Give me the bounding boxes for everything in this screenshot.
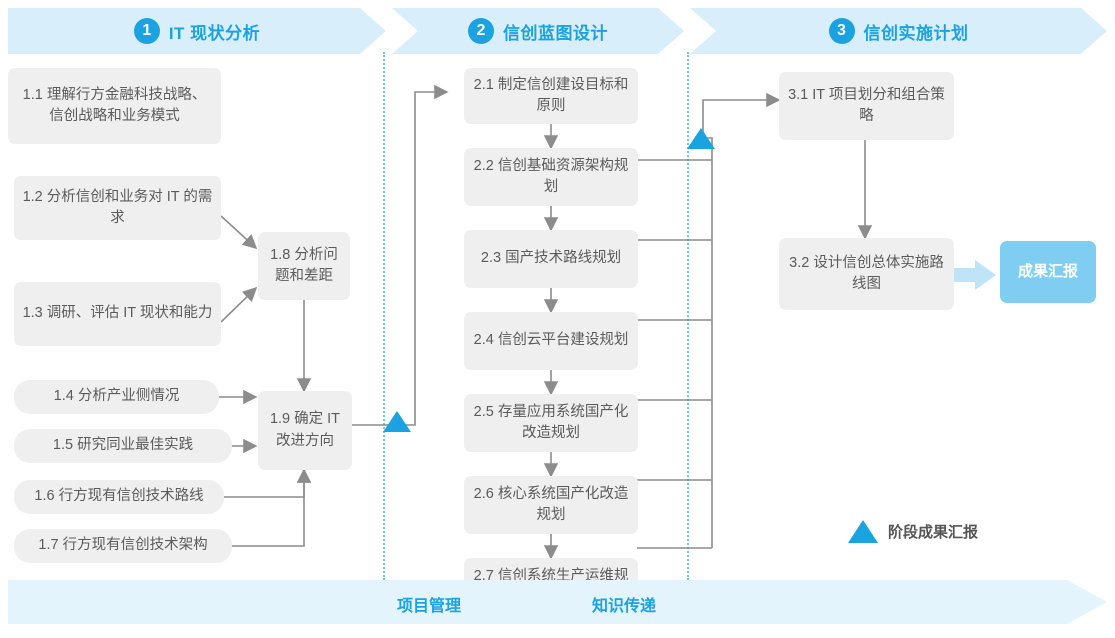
phase-separator-1: [383, 52, 385, 580]
legend: 阶段成果汇报: [848, 520, 978, 543]
phase-title-2: 信创蓝图设计: [503, 23, 608, 43]
phase-banner-2[interactable]: 2 信创蓝图设计: [392, 8, 684, 54]
node-3-2-label: 3.2 设计信创总体实施路线图: [789, 254, 944, 292]
node-2-3-label: 2.3 国产技术路线规划: [480, 250, 622, 267]
node-1-1-label: 1.1 理解行方金融科技战略、信创战略和业务模式: [22, 86, 207, 124]
node-2-3[interactable]: 2.3 国产技术路线规划: [464, 230, 638, 288]
triangle-milestone-icon: [848, 520, 878, 543]
milestone-marker-phase1[interactable]: [383, 411, 411, 432]
node-1-5-label: 1.5 研究同业最佳实践: [52, 437, 194, 454]
phase-banner-2-content: 2 信创蓝图设计: [468, 18, 608, 44]
node-1-6[interactable]: 1.6 行方现有信创技术路线: [14, 480, 224, 514]
node-1-7-label: 1.7 行方现有信创技术架构: [38, 537, 208, 554]
node-2-1[interactable]: 2.1 制定信创建设目标和原则: [464, 68, 638, 124]
node-2-1-label: 2.1 制定信创建设目标和原则: [473, 76, 629, 114]
node-2-2-label: 2.2 信创基础资源架构规划: [473, 157, 629, 195]
node-1-7[interactable]: 1.7 行方现有信创技术架构: [14, 529, 232, 563]
bottom-band: [8, 580, 1107, 624]
node-1-8[interactable]: 1.8 分析问题和差距: [258, 232, 350, 300]
node-1-1[interactable]: 1.1 理解行方金融科技战略、信创战略和业务模式: [8, 68, 221, 144]
node-1-3-label: 1.3 调研、评估 IT 现状和能力: [22, 305, 213, 322]
result-arrow-icon: [953, 260, 996, 290]
bottom-label-knowledge-transfer: 知识传递: [592, 598, 657, 615]
node-1-6-label: 1.6 行方现有信创技术路线: [34, 488, 204, 505]
legend-label: 阶段成果汇报: [888, 524, 979, 541]
phase-banner-1[interactable]: 1 IT 现状分析: [8, 8, 386, 54]
node-3-1-label: 3.1 IT 项目划分和组合策略: [788, 86, 945, 124]
node-1-2[interactable]: 1.2 分析信创和业务对 IT 的需求: [14, 176, 221, 240]
node-2-5-label: 2.5 存量应用系统国产化改造规划: [473, 403, 629, 441]
node-2-6[interactable]: 2.6 核心系统国产化改造规划: [464, 476, 638, 534]
phase-number-badge-3: 3: [829, 18, 855, 44]
node-2-6-label: 2.6 核心系统国产化改造规划: [473, 485, 629, 523]
result-report-box[interactable]: 成果汇报: [1000, 241, 1096, 303]
phase-title-1: IT 现状分析: [168, 23, 261, 43]
node-3-2[interactable]: 3.2 设计信创总体实施路线图: [779, 238, 954, 310]
node-1-2-label: 1.2 分析信创和业务对 IT 的需求: [22, 188, 213, 226]
node-2-4-label: 2.4 信创云平台建设规划: [473, 332, 629, 349]
node-1-3[interactable]: 1.3 调研、评估 IT 现状和能力: [14, 282, 221, 346]
node-1-5[interactable]: 1.5 研究同业最佳实践: [14, 429, 232, 463]
phase-separator-2: [687, 52, 689, 580]
phase-number-badge-2: 2: [468, 18, 494, 44]
phase-banner-3[interactable]: 3 信创实施计划: [690, 8, 1107, 54]
node-1-8-label: 1.8 分析问题和差距: [270, 246, 338, 284]
phase-number-badge-1: 1: [134, 18, 160, 44]
node-3-1[interactable]: 3.1 IT 项目划分和组合策略: [779, 72, 954, 140]
triangle-milestone-icon: [383, 411, 411, 432]
result-report-label: 成果汇报: [1017, 262, 1078, 280]
node-1-4-label: 1.4 分析产业侧情况: [53, 388, 180, 405]
phase-banner-1-content: 1 IT 现状分析: [134, 18, 260, 44]
triangle-milestone-icon: [687, 128, 715, 149]
node-1-9-label: 1.9 确定 IT 改进方向: [269, 411, 341, 449]
phase-title-3: 信创实施计划: [863, 23, 969, 43]
node-1-4[interactable]: 1.4 分析产业侧情况: [14, 380, 219, 414]
phase-banner-3-content: 3 信创实施计划: [829, 18, 969, 44]
node-1-9[interactable]: 1.9 确定 IT 改进方向: [258, 391, 352, 470]
milestone-marker-phase2[interactable]: [687, 128, 715, 149]
node-2-2[interactable]: 2.2 信创基础资源架构规划: [464, 148, 638, 206]
bottom-label-project-management: 项目管理: [397, 598, 462, 615]
node-2-4[interactable]: 2.4 信创云平台建设规划: [464, 312, 638, 370]
node-2-5[interactable]: 2.5 存量应用系统国产化改造规划: [464, 394, 638, 452]
